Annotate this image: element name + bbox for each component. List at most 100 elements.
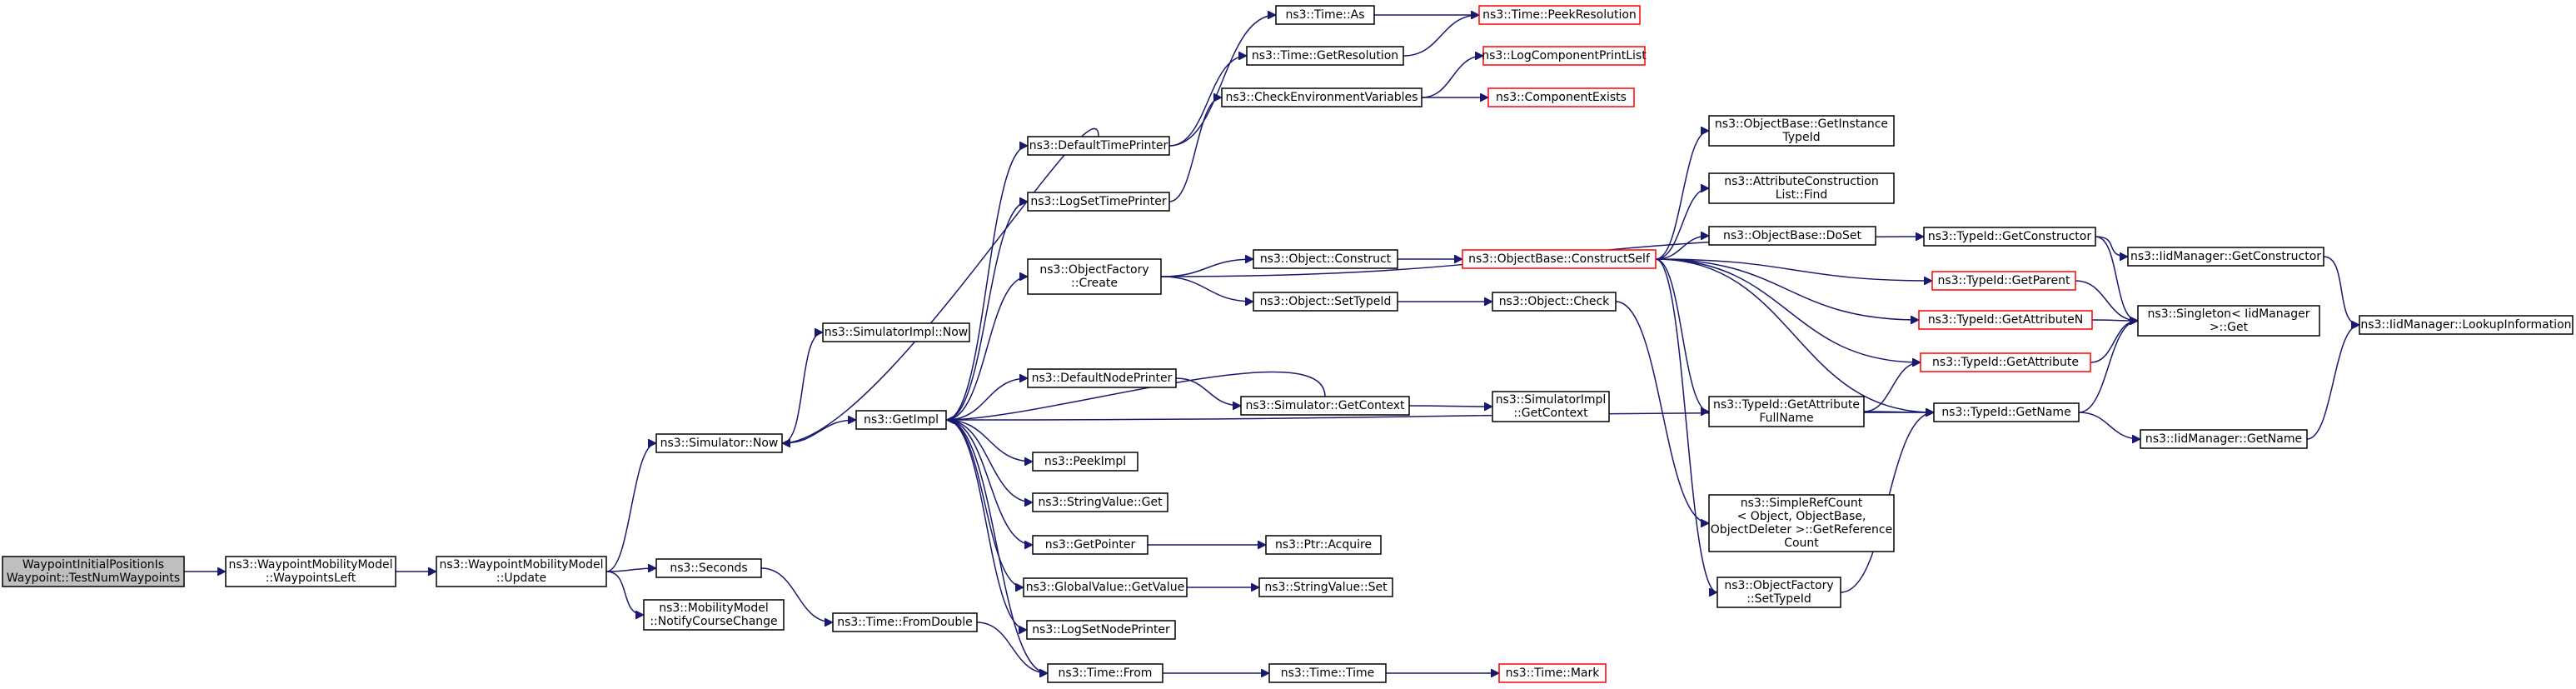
node-label-fromdouble: ns3::Time::FromDouble bbox=[837, 616, 973, 629]
node-logcomp[interactable]: ns3::LogComponentPrintList bbox=[1482, 46, 1647, 66]
node-singleton[interactable]: ns3::Singleton< IidManager >::Get bbox=[2137, 305, 2320, 337]
node-box-timemark bbox=[1498, 663, 1607, 683]
edge-getimpl-to-getpointer bbox=[945, 419, 1033, 545]
node-timeas[interactable]: ns3::Time::As bbox=[1275, 5, 1375, 25]
node-box-singleton bbox=[2137, 305, 2320, 337]
node-label-ofsettypeid: ::SetTypeId bbox=[1746, 592, 1811, 606]
node-box-getinsttid bbox=[1708, 115, 1895, 147]
node-tidgetattrn[interactable]: ns3::TypeId::GetAttributeN bbox=[1918, 310, 2093, 330]
node-compexists[interactable]: ns3::ComponentExists bbox=[1487, 87, 1635, 107]
node-defnode[interactable]: ns3::DefaultNodePrinter bbox=[1027, 368, 1177, 388]
node-box-defnode bbox=[1027, 368, 1177, 388]
node-label-wpleft: ns3::WaypointMobilityModel bbox=[228, 558, 392, 572]
node-tidgetctor[interactable]: ns3::TypeId::GetConstructor bbox=[1923, 227, 2096, 247]
node-doset[interactable]: ns3::ObjectBase::DoSet bbox=[1708, 226, 1876, 246]
node-label-peekres: ns3::Time::PeekResolution bbox=[1482, 8, 1637, 22]
node-box-iidgetname bbox=[2140, 429, 2308, 449]
node-fromdouble[interactable]: ns3::Time::FromDouble bbox=[832, 612, 978, 632]
node-label-tidgetparent: ns3::TypeId::GetParent bbox=[1938, 274, 2070, 287]
node-label-acfind: List::Find bbox=[1776, 188, 1828, 202]
node-box-simimplnow bbox=[822, 322, 970, 342]
edge-update-to-notify bbox=[605, 571, 645, 615]
node-iidgetname[interactable]: ns3::IidManager::GetName bbox=[2140, 429, 2308, 449]
node-timemark[interactable]: ns3::Time::Mark bbox=[1498, 663, 1607, 683]
node-update[interactable]: ns3::WaypointMobilityModel::Update bbox=[436, 556, 607, 587]
node-tidgetparent[interactable]: ns3::TypeId::GetParent bbox=[1931, 271, 2076, 291]
node-simimplgetctx[interactable]: ns3::SimulatorImpl::GetContext bbox=[1492, 391, 1610, 422]
node-getres[interactable]: ns3::Time::GetResolution bbox=[1246, 46, 1404, 66]
node-label-objcheck: ns3::Object::Check bbox=[1499, 295, 1610, 308]
node-simnow[interactable]: ns3::Simulator::Now bbox=[655, 433, 783, 453]
node-box-gvgetvalue bbox=[1023, 577, 1188, 597]
node-label-iidgetctor: ns3::IidManager::GetConstructor bbox=[2130, 250, 2321, 263]
node-label-simplerefcount: ns3::SimpleRefCount bbox=[1741, 497, 1863, 510]
node-simgetctx[interactable]: ns3::Simulator::GetContext bbox=[1240, 396, 1410, 416]
edge-getimpl-to-timefrom bbox=[945, 419, 1048, 673]
node-box-wpleft bbox=[225, 556, 396, 587]
node-logsetnode[interactable]: ns3::LogSetNodePrinter bbox=[1026, 620, 1176, 640]
node-label-tidgetattr: ns3::TypeId::GetAttribute bbox=[1932, 356, 2079, 369]
node-peekimpl[interactable]: ns3::PeekImpl bbox=[1032, 452, 1139, 472]
node-label-compexists: ns3::ComponentExists bbox=[1496, 91, 1627, 104]
edge-tidgetname-to-iidgetname bbox=[2078, 412, 2140, 439]
edge-iidgetctor-to-iidlookup bbox=[2323, 256, 2360, 325]
node-iidlookup[interactable]: ns3::IidManager::LookupInformation bbox=[2359, 315, 2574, 335]
node-logsettime[interactable]: ns3::LogSetTimePrinter bbox=[1027, 192, 1170, 212]
edge-update-to-seconds bbox=[605, 568, 656, 572]
node-box-update bbox=[436, 556, 607, 587]
node-box-tidgetattr bbox=[1920, 352, 2091, 372]
edge-simnow-to-simimplnow bbox=[781, 332, 824, 444]
node-simplerefcount[interactable]: ns3::SimpleRefCount< Object, ObjectBase,… bbox=[1708, 494, 1895, 552]
node-label-getpointer: ns3::GetPointer bbox=[1045, 538, 1136, 552]
node-gvgetvalue[interactable]: ns3::GlobalValue::GetValue bbox=[1023, 577, 1188, 597]
node-box-simnow bbox=[655, 433, 783, 453]
node-tidgetattr[interactable]: ns3::TypeId::GetAttribute bbox=[1920, 352, 2091, 372]
node-objsettypeid[interactable]: ns3::Object::SetTypeId bbox=[1253, 292, 1398, 312]
node-wpleft[interactable]: ns3::WaypointMobilityModel::WaypointsLef… bbox=[225, 556, 396, 587]
node-constructself[interactable]: ns3::ObjectBase::ConstructSelf bbox=[1462, 249, 1657, 269]
node-label-constructself: ns3::ObjectBase::ConstructSelf bbox=[1468, 252, 1651, 266]
node-box-objfactcreate bbox=[1027, 258, 1162, 295]
node-box-logsettime bbox=[1027, 192, 1170, 212]
node-box-tidgetctor bbox=[1923, 227, 2096, 247]
node-ofsettypeid[interactable]: ns3::ObjectFactory::SetTypeId bbox=[1717, 577, 1841, 608]
node-label-simimplgetctx: ns3::SimulatorImpl bbox=[1496, 393, 1607, 407]
node-label-ptracquire: ns3::Ptr::Acquire bbox=[1275, 538, 1372, 552]
node-getimpl[interactable]: ns3::GetImpl bbox=[855, 410, 947, 430]
node-ptracquire[interactable]: ns3::Ptr::Acquire bbox=[1265, 535, 1382, 555]
node-objfactcreate[interactable]: ns3::ObjectFactory::Create bbox=[1027, 258, 1162, 295]
node-iidgetctor[interactable]: ns3::IidManager::GetConstructor bbox=[2127, 247, 2324, 267]
node-label-logcomp: ns3::LogComponentPrintList bbox=[1482, 49, 1647, 62]
node-simimplnow[interactable]: ns3::SimulatorImpl::Now bbox=[822, 322, 970, 342]
node-label-simgetctx: ns3::Simulator::GetContext bbox=[1245, 399, 1405, 412]
node-label-logsettime: ns3::LogSetTimePrinter bbox=[1030, 195, 1167, 208]
node-peekres[interactable]: ns3::Time::PeekResolution bbox=[1478, 5, 1641, 25]
node-root[interactable]: WaypointInitialPositionIsWaypoint::TestN… bbox=[2, 556, 185, 587]
node-timefrom[interactable]: ns3::Time::From bbox=[1047, 663, 1163, 683]
node-box-tidgetname bbox=[1933, 402, 2080, 422]
node-checkenv[interactable]: ns3::CheckEnvironmentVariables bbox=[1221, 87, 1423, 107]
edge-getimpl-to-peekimpl bbox=[945, 419, 1033, 462]
node-strget[interactable]: ns3::StringValue::Get bbox=[1032, 492, 1168, 512]
node-strset[interactable]: ns3::StringValue::Set bbox=[1258, 577, 1393, 597]
node-objcheck[interactable]: ns3::Object::Check bbox=[1492, 292, 1617, 312]
edge-constructself-to-tidgetparent bbox=[1655, 258, 1932, 281]
node-label-root: WaypointInitialPositionIs bbox=[22, 558, 164, 572]
node-seconds[interactable]: ns3::Seconds bbox=[655, 558, 762, 578]
node-tidgetname[interactable]: ns3::TypeId::GetName bbox=[1933, 402, 2080, 422]
node-notify[interactable]: ns3::MobilityModel::NotifyCourseChange bbox=[643, 599, 785, 631]
edge-fromdouble-to-timefrom bbox=[976, 622, 1048, 673]
node-timetime[interactable]: ns3::Time::Time bbox=[1268, 663, 1387, 683]
node-box-objcheck bbox=[1492, 292, 1617, 312]
node-label-objsettypeid: ns3::Object::SetTypeId bbox=[1260, 295, 1392, 308]
node-objconstruct[interactable]: ns3::Object::Construct bbox=[1253, 249, 1398, 269]
node-deftime[interactable]: ns3::DefaultTimePrinter bbox=[1027, 136, 1170, 156]
node-getpointer[interactable]: ns3::GetPointer bbox=[1032, 535, 1148, 555]
node-label-timetime: ns3::Time::Time bbox=[1281, 667, 1374, 680]
node-box-notify bbox=[643, 599, 785, 631]
node-label-getinsttid: TypeId bbox=[1781, 131, 1820, 144]
node-box-iidgetctor bbox=[2127, 247, 2324, 267]
